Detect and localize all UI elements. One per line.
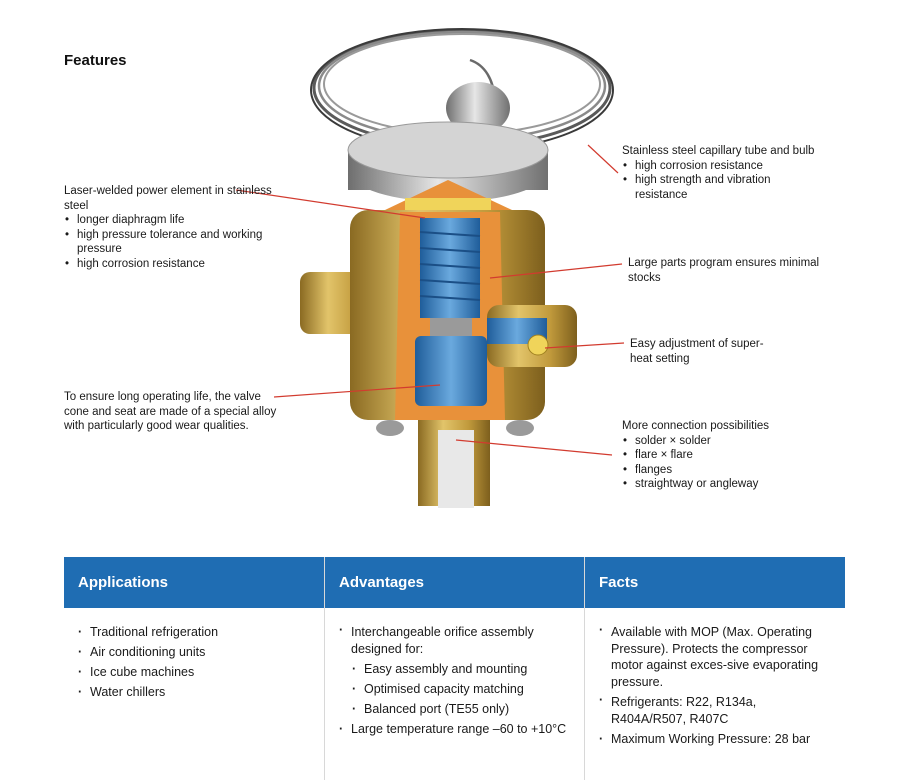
list-item: Large temperature range –60 to +10°C xyxy=(337,719,575,739)
advantages-panel: Advantages Interchangeable orifice assem… xyxy=(325,557,585,780)
page-title: Features xyxy=(64,52,127,69)
leader-lines xyxy=(235,144,625,456)
power-element xyxy=(347,121,549,212)
callout-bullet: straightway or angleway xyxy=(622,477,822,492)
callout-superheat-adjustment: Easy adjustment of super-heat setting xyxy=(630,338,764,365)
callout-valve-cone: To ensure long operating life, the valve… xyxy=(64,391,277,433)
list-item: Interchangeable orifice assembly designe… xyxy=(337,622,546,659)
list-item: Traditional refrigeration xyxy=(76,622,314,642)
facts-header: Facts xyxy=(585,557,845,608)
callout-bullet: high strength and vibration resistance xyxy=(622,173,822,202)
list-item: Ice cube machines xyxy=(76,662,314,682)
list-item: Water chillers xyxy=(76,682,314,702)
applications-panel: Applications Traditional refrigeration A… xyxy=(64,557,324,780)
list-subitem: Optimised capacity matching xyxy=(337,679,575,699)
list-item: Maximum Working Pressure: 28 bar xyxy=(597,729,835,749)
facts-panel: Facts Available with MOP (Max. Operating… xyxy=(585,557,845,780)
list-subitem: Balanced port (TE55 only) xyxy=(337,699,575,719)
callout-bullet: high corrosion resistance xyxy=(622,159,822,174)
callout-laser-welded: Laser-welded power element in stainless … xyxy=(64,184,274,272)
adjustment-spindle xyxy=(487,305,577,367)
list-item: Refrigerants: R22, R134a, R404A/R507, R4… xyxy=(597,692,826,729)
callout-bullet: solder × solder xyxy=(622,434,822,449)
callout-parts-program: Large parts program ensures minimal stoc… xyxy=(628,257,820,284)
sensor-bulb xyxy=(446,82,510,134)
list-item: Air conditioning units xyxy=(76,642,314,662)
callout-bullet: flare × flare xyxy=(622,448,822,463)
callout-bullet: flanges xyxy=(622,463,822,478)
callout-bullet: high corrosion resistance xyxy=(64,257,274,272)
orifice-assembly xyxy=(415,336,487,406)
callout-connection-possibilities: More connection possibilities solder × s… xyxy=(622,419,822,492)
panel-divider xyxy=(324,557,325,780)
list-subitem: Easy assembly and mounting xyxy=(337,659,575,679)
list-item: Available with MOP (Max. Operating Press… xyxy=(597,622,826,692)
callout-bullet: high pressure tolerance and working pres… xyxy=(64,228,274,257)
panel-divider xyxy=(584,557,585,780)
advantages-header: Advantages xyxy=(325,557,585,608)
expansion-valve-illustration xyxy=(235,28,625,508)
applications-header: Applications xyxy=(64,557,324,608)
callout-capillary-tube: Stainless steel capillary tube and bulb … xyxy=(622,144,822,202)
callout-bullet: longer diaphragm life xyxy=(64,213,274,228)
